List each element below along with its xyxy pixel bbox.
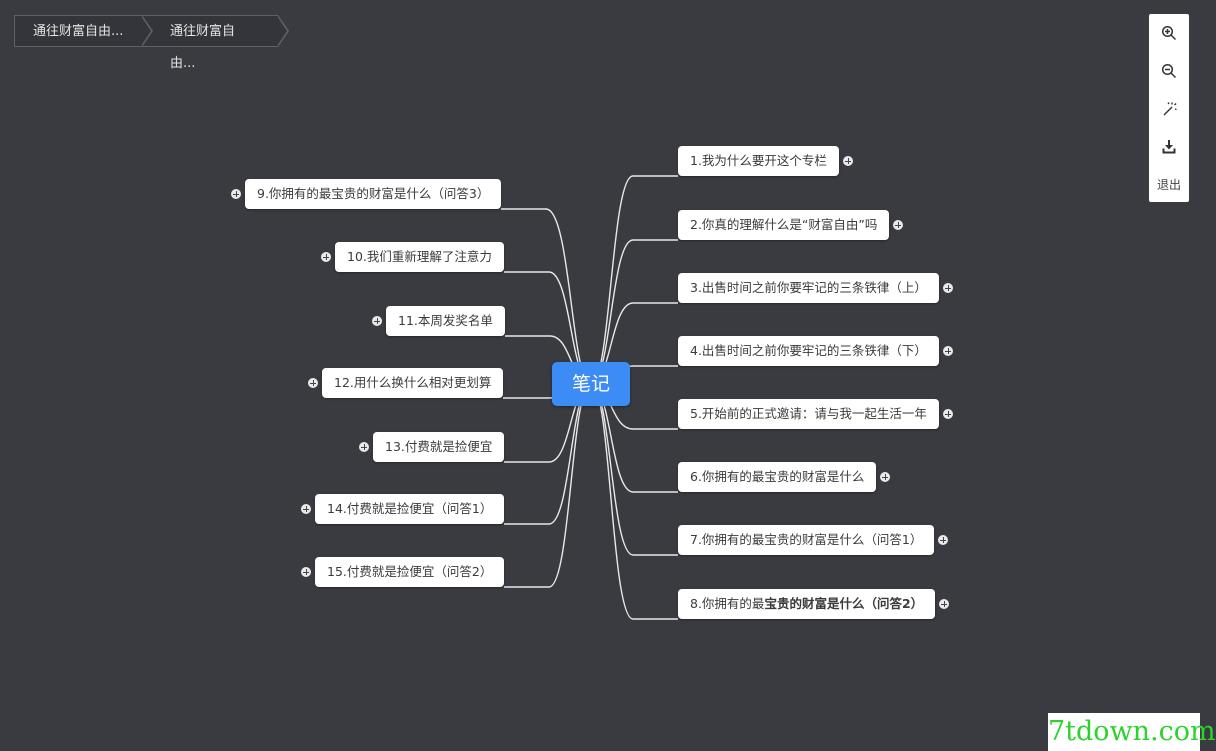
mindmap-node[interactable]: 1.我为什么要开这个专栏 [678, 146, 839, 176]
exit-button[interactable]: 退出 [1156, 177, 1181, 192]
mindmap-node[interactable]: 12.用什么换什么相对更划算 [322, 368, 504, 398]
mindmap-link [590, 175, 678, 385]
zoom-in-button[interactable] [1149, 14, 1189, 52]
breadcrumb-item-2[interactable]: 通往财富自由... [142, 15, 289, 71]
breadcrumb-separator [141, 15, 153, 47]
breadcrumb: 通往财富自由... 通往财富自由... [14, 15, 289, 71]
mindmap-node[interactable]: 7.你拥有的最宝贵的财富是什么（问答1） [678, 525, 935, 555]
zoom-in-icon [1161, 25, 1177, 41]
breadcrumb-label: 通往财富自由... [170, 24, 236, 71]
download-button[interactable] [1149, 128, 1189, 166]
expand-node-button[interactable] [231, 189, 241, 199]
expand-node-button[interactable] [893, 220, 903, 230]
mindmap-node[interactable]: 4.出售时间之前你要牢记的三条铁律（下） [678, 336, 939, 366]
auto-layout-button[interactable] [1149, 90, 1189, 128]
breadcrumb-item-1[interactable]: 通往财富自由... [14, 15, 153, 47]
expand-node-button[interactable] [372, 316, 382, 326]
breadcrumb-label: 通往财富自由... [33, 24, 124, 39]
expand-node-button[interactable] [943, 283, 953, 293]
mindmap-link [504, 383, 592, 588]
mindmap-node[interactable]: 6.你拥有的最宝贵的财富是什么 [678, 462, 877, 492]
mindmap-node[interactable]: 15.付费就是捡便宜（问答2） [315, 557, 505, 587]
magic-wand-icon [1163, 102, 1177, 116]
expand-node-button[interactable] [880, 472, 890, 482]
mindmap-node[interactable]: 8.你拥有的最宝贵的财富是什么（问答2） [678, 589, 936, 619]
expand-node-button[interactable] [843, 156, 853, 166]
mindmap-node[interactable]: 10.我们重新理解了注意力 [335, 242, 504, 272]
expand-node-button[interactable] [939, 599, 949, 609]
expand-node-button[interactable] [938, 535, 948, 545]
zoom-out-button[interactable] [1149, 52, 1189, 90]
mindmap-link [590, 383, 678, 556]
expand-node-button[interactable] [308, 378, 318, 388]
expand-node-button[interactable] [943, 409, 953, 419]
mindmap-node[interactable]: 2.你真的理解什么是“财富自由”吗 [678, 210, 890, 240]
mindmap-root-node[interactable]: 笔记 [552, 362, 630, 406]
mindmap-link [501, 208, 592, 385]
expand-node-button[interactable] [359, 442, 369, 452]
expand-node-button[interactable] [321, 252, 331, 262]
mindmap-node[interactable]: 13.付费就是捡便宜 [373, 432, 505, 462]
mindmap-node[interactable]: 14.付费就是捡便宜（问答1） [315, 494, 505, 524]
watermark: 7tdown.com [1048, 713, 1216, 751]
mindmap-node[interactable]: 11.本周发奖名单 [386, 306, 505, 336]
expand-node-button[interactable] [943, 346, 953, 356]
breadcrumb-separator [277, 15, 289, 47]
mindmap-toolbar: 退出 [1149, 14, 1189, 202]
download-icon [1162, 140, 1176, 154]
mindmap-link [590, 383, 678, 620]
expand-node-button[interactable] [301, 567, 311, 577]
expand-node-button[interactable] [301, 504, 311, 514]
mindmap-node[interactable]: 3.出售时间之前你要牢记的三条铁律（上） [678, 273, 939, 303]
mindmap-node[interactable]: 9.你拥有的最宝贵的财富是什么（问答3） [245, 179, 502, 209]
mindmap-node[interactable]: 5.开始前的正式邀请：请与我一起生活一年 [678, 399, 939, 429]
zoom-out-icon [1161, 63, 1177, 79]
